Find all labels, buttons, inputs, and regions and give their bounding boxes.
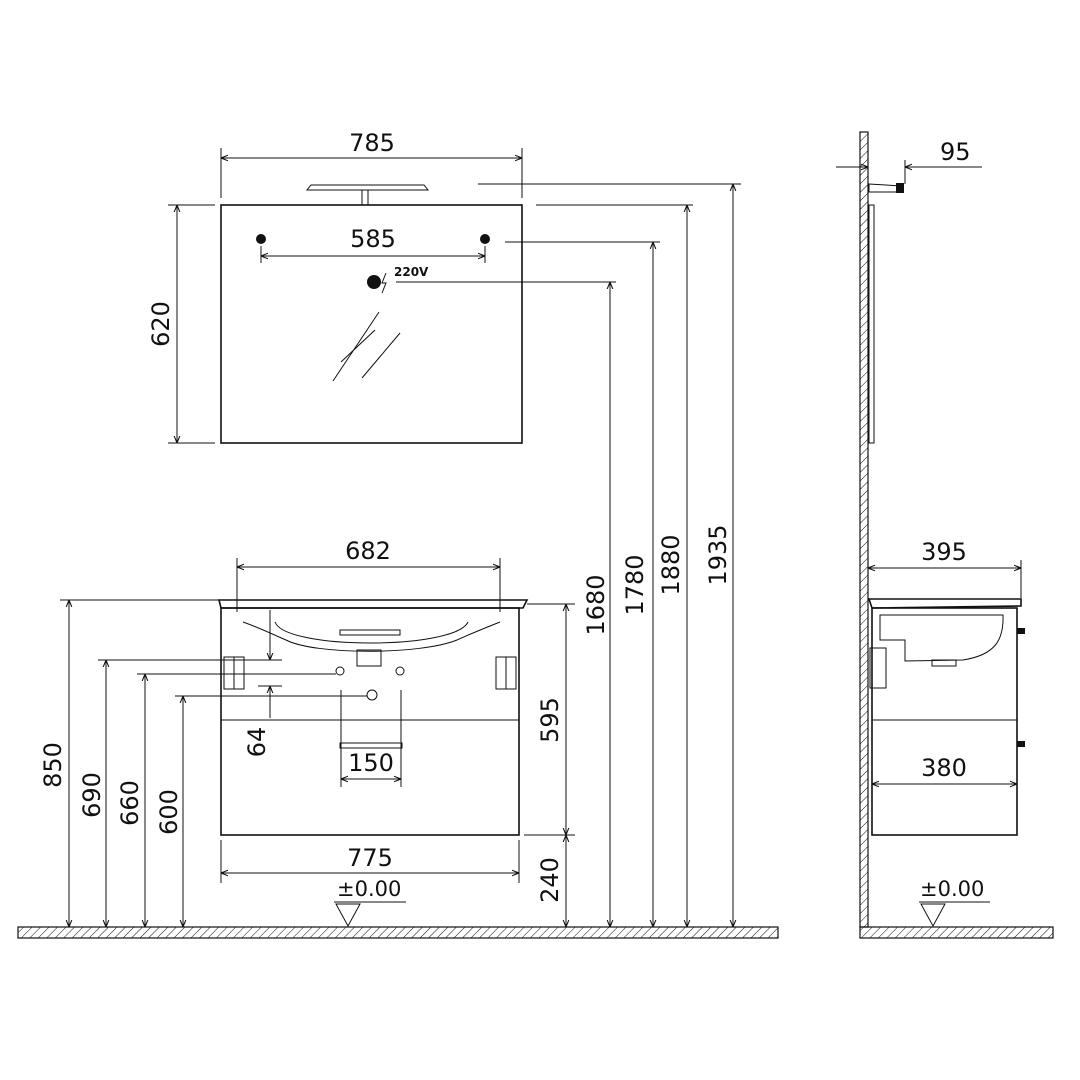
mirror-side [868, 183, 904, 444]
dim-600: 600 [155, 695, 367, 927]
dim-660: 660 [116, 673, 336, 927]
level-marker-side: ±0.00 [919, 877, 990, 928]
dim-690: 690 [78, 659, 282, 927]
floor-front [17, 926, 779, 939]
dim-basin-width: 682 [236, 537, 501, 612]
label-850: 850 [39, 742, 67, 788]
level-marker-front: ±0.00 [334, 877, 406, 928]
dim-1880: 1880 [536, 204, 693, 927]
wall-side [859, 131, 869, 928]
label-600: 600 [155, 789, 183, 835]
label-1680: 1680 [582, 574, 610, 635]
label-floor-gap: 240 [536, 857, 564, 903]
label-siphon-width: 150 [348, 749, 394, 777]
label-660: 660 [116, 780, 144, 826]
label-1780: 1780 [621, 554, 649, 615]
screw-hole-right [480, 234, 490, 244]
label-level-front: ±0.00 [337, 877, 401, 901]
dim-1780: 1780 [505, 241, 660, 927]
label-mirror-height: 620 [147, 301, 175, 347]
label-hole-spacing: 585 [350, 225, 396, 253]
mirror-front [220, 184, 523, 444]
dim-64: 64 [243, 610, 282, 757]
label-level-side: ±0.00 [920, 877, 984, 901]
dim-floor-gap: 240 [536, 835, 566, 927]
label-1880: 1880 [657, 534, 685, 595]
label-mirror-width: 785 [349, 129, 395, 157]
label-1935: 1935 [704, 524, 732, 585]
label-cabinet-width: 775 [347, 844, 393, 872]
label-side-cabinet-depth: 380 [921, 754, 967, 782]
screw-hole-left [256, 234, 266, 244]
vanity-side [867, 598, 1025, 836]
dim-mirror-width: 785 [220, 129, 523, 198]
label-cabinet-height: 595 [536, 697, 564, 743]
dim-hole-spacing: 585 [260, 225, 486, 263]
dim-850: 850 [39, 599, 219, 927]
dim-cabinet-width: 775 [220, 840, 520, 883]
dim-1680: 1680 [396, 281, 616, 927]
dim-side-top-depth: 395 [868, 538, 1022, 598]
dim-lamp-projection: 95 [836, 138, 982, 184]
dim-1935: 1935 [478, 183, 741, 927]
label-690: 690 [78, 772, 106, 818]
dim-side-cabinet-depth: 380 [872, 754, 1017, 784]
label-64: 64 [243, 727, 271, 758]
floor-side [859, 926, 1054, 939]
label-lamp-projection: 95 [940, 138, 971, 166]
power-point [367, 275, 381, 289]
vanity-front [217, 599, 529, 836]
dim-siphon-width: 150 [340, 690, 402, 787]
dim-mirror-height: 620 [147, 204, 215, 444]
dim-cabinet-height: 595 [524, 603, 575, 836]
label-side-top-depth: 395 [921, 538, 967, 566]
label-power: 220V [394, 265, 429, 279]
label-basin-width: 682 [345, 537, 391, 565]
